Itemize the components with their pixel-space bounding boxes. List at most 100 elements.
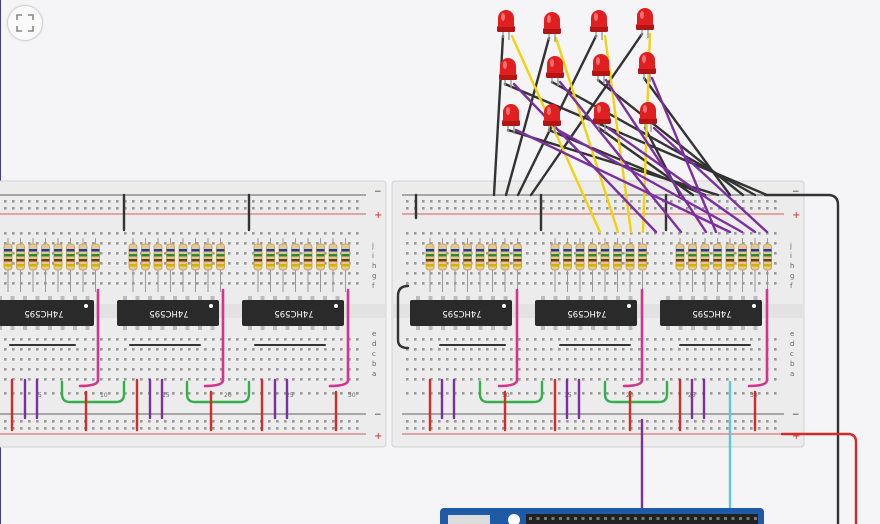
ic-pin	[691, 296, 695, 300]
ic-chip[interactable]	[117, 300, 219, 326]
led[interactable]	[543, 104, 561, 134]
wire-pink[interactable]	[747, 288, 769, 388]
resistor-band	[513, 249, 522, 252]
led[interactable]	[499, 58, 517, 88]
resistor-band	[291, 254, 300, 257]
led-highlight	[547, 107, 551, 115]
ic-chip[interactable]	[535, 300, 637, 326]
wire-pink[interactable]	[203, 288, 225, 388]
wire-pink[interactable]	[622, 288, 644, 388]
ic-pin	[160, 296, 165, 300]
resistor-band	[476, 264, 484, 267]
resistor-band	[426, 259, 434, 262]
resistor-band	[329, 249, 337, 252]
arduino-header-pins	[529, 517, 757, 520]
resistor-band	[29, 264, 37, 267]
wire-signal[interactable]	[558, 80, 683, 234]
ic-chip[interactable]	[242, 300, 344, 326]
column-number: 25	[286, 392, 294, 399]
row-letter: g	[790, 272, 794, 280]
shift-register-bank[interactable]: 74HC595	[660, 238, 772, 330]
resistor-band	[4, 264, 12, 267]
shift-register-bank[interactable]: 74HC595	[410, 238, 522, 330]
led[interactable]	[592, 54, 610, 84]
led[interactable]	[502, 104, 520, 134]
ic-chip[interactable]	[410, 300, 512, 326]
led-body	[637, 8, 653, 25]
ic-pin	[453, 326, 458, 330]
wire-green[interactable]	[185, 380, 251, 404]
resistor-band	[29, 259, 37, 262]
wire-black[interactable]	[396, 284, 410, 350]
ic-pin	[323, 326, 327, 330]
resistor-band	[738, 249, 747, 252]
led[interactable]	[639, 102, 657, 132]
arduino-usb-port[interactable]	[448, 515, 490, 524]
ic-chip-label: 74HC595	[567, 308, 606, 318]
wire-signal[interactable]	[556, 128, 744, 234]
wire-black[interactable]	[550, 80, 757, 197]
wire-signal[interactable]	[510, 34, 602, 234]
breadboard-holes	[4, 427, 359, 430]
fullscreen-button[interactable]	[7, 5, 43, 41]
ic-pin	[298, 326, 302, 330]
wire-signal[interactable]	[554, 36, 620, 234]
wire-signal[interactable]	[652, 126, 769, 234]
resistor-band	[438, 249, 447, 252]
ic-pin1-marker	[84, 304, 88, 308]
resistor-band	[726, 254, 734, 257]
shift-register-bank[interactable]: 74HC595	[117, 238, 225, 330]
resistor-band	[738, 264, 747, 267]
led[interactable]	[546, 56, 564, 86]
resistor-band	[129, 249, 137, 252]
ic-pin	[35, 296, 40, 300]
wire-green[interactable]	[603, 380, 669, 404]
led[interactable]	[638, 52, 656, 82]
wire-black[interactable]	[642, 76, 732, 197]
resistor-band	[179, 264, 187, 267]
led[interactable]	[593, 102, 611, 132]
ic-pin	[248, 296, 252, 300]
ic-pin	[60, 326, 65, 330]
led[interactable]	[543, 12, 561, 42]
ic-pin	[753, 326, 758, 330]
wire-pink[interactable]	[78, 288, 100, 388]
shift-register-bank[interactable]: 74HC595	[535, 238, 647, 330]
led[interactable]	[497, 10, 515, 40]
ic-chip[interactable]	[660, 300, 762, 326]
resistor-band	[613, 249, 622, 252]
resistor-band	[588, 264, 597, 267]
shift-register-bank[interactable]: 74HC595	[242, 238, 350, 330]
wire-signal[interactable]	[514, 128, 732, 234]
resistor-band	[291, 259, 300, 262]
resistor-band	[279, 264, 287, 267]
wire-black[interactable]	[596, 78, 745, 197]
wire-pink[interactable]	[497, 288, 519, 388]
resistor-band	[626, 259, 634, 262]
ic-pin	[566, 326, 570, 330]
wire-black[interactable]	[492, 34, 505, 197]
rail-plus-label: +	[792, 431, 800, 442]
wire-signal[interactable]	[512, 82, 658, 234]
ic-pin	[441, 326, 445, 330]
resistor-band	[701, 254, 709, 257]
wire-red[interactable]	[780, 432, 858, 524]
resistor-band	[488, 259, 497, 262]
led[interactable]	[590, 10, 608, 40]
wire-pink[interactable]	[328, 288, 350, 388]
wire-green[interactable]	[60, 380, 126, 404]
wire-green[interactable]	[478, 380, 544, 404]
wire-signal[interactable]	[606, 126, 757, 234]
ic-chip[interactable]	[0, 300, 94, 326]
wire-black[interactable]	[506, 128, 720, 197]
ic-pin	[285, 296, 290, 300]
wire-black[interactable]	[763, 193, 840, 524]
wire-black[interactable]	[504, 36, 551, 197]
led[interactable]	[636, 8, 654, 38]
wire-signal[interactable]	[604, 78, 708, 234]
shift-register-bank[interactable]: 74HC595	[0, 238, 100, 330]
resistor-band	[551, 249, 559, 252]
resistor-band	[91, 254, 100, 257]
resistor-band	[4, 249, 12, 252]
